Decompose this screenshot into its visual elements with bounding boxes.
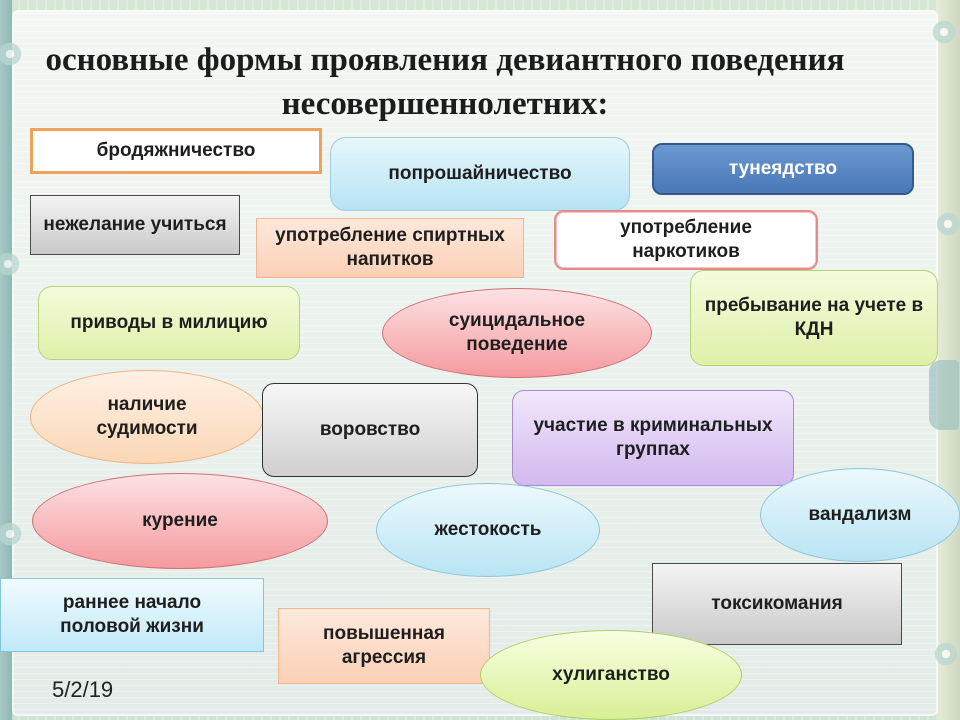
- form-cruelty: жестокость: [376, 483, 600, 577]
- flower-decoration: [0, 520, 24, 548]
- flower-decoration: [932, 640, 960, 668]
- flower-decoration: [0, 250, 22, 278]
- form-parasitism: тунеядство: [652, 143, 914, 195]
- form-increased-aggression: повышенная агрессия: [278, 608, 490, 684]
- slide-date: 5/2/19: [52, 677, 114, 702]
- form-begging: попрошайничество: [330, 137, 630, 211]
- form-suicidal-behavior: суицидальное поведение: [382, 288, 652, 378]
- form-hooliganism: хулиганство: [480, 630, 742, 720]
- form-alcohol-use: употребление спиртных напитков: [256, 218, 524, 278]
- slide-title: основные формы проявления девиантного по…: [45, 42, 845, 122]
- form-vagrancy: бродяжничество: [30, 128, 322, 174]
- form-kdn-registration: пребывание на учете в КДН: [690, 270, 938, 366]
- form-smoking: курение: [32, 473, 328, 569]
- flower-decoration: [0, 40, 24, 68]
- form-criminal-groups: участие в криминальных группах: [512, 390, 794, 486]
- form-vandalism: вандализм: [760, 468, 960, 562]
- form-early-sexual-life: раннее начало половой жизни: [0, 578, 264, 652]
- form-theft: воровство: [262, 383, 478, 477]
- flower-decoration: [930, 18, 958, 46]
- form-unwillingness-to-study: нежелание учиться: [30, 195, 240, 255]
- flower-decoration: [934, 210, 960, 238]
- form-police-detentions: приводы в милицию: [38, 286, 300, 360]
- form-criminal-record: наличие судимости: [30, 370, 264, 464]
- right-ribbon-decoration: [929, 0, 960, 720]
- form-substance-abuse: токсикомания: [652, 563, 902, 645]
- form-drug-use: употребление наркотиков: [554, 210, 818, 270]
